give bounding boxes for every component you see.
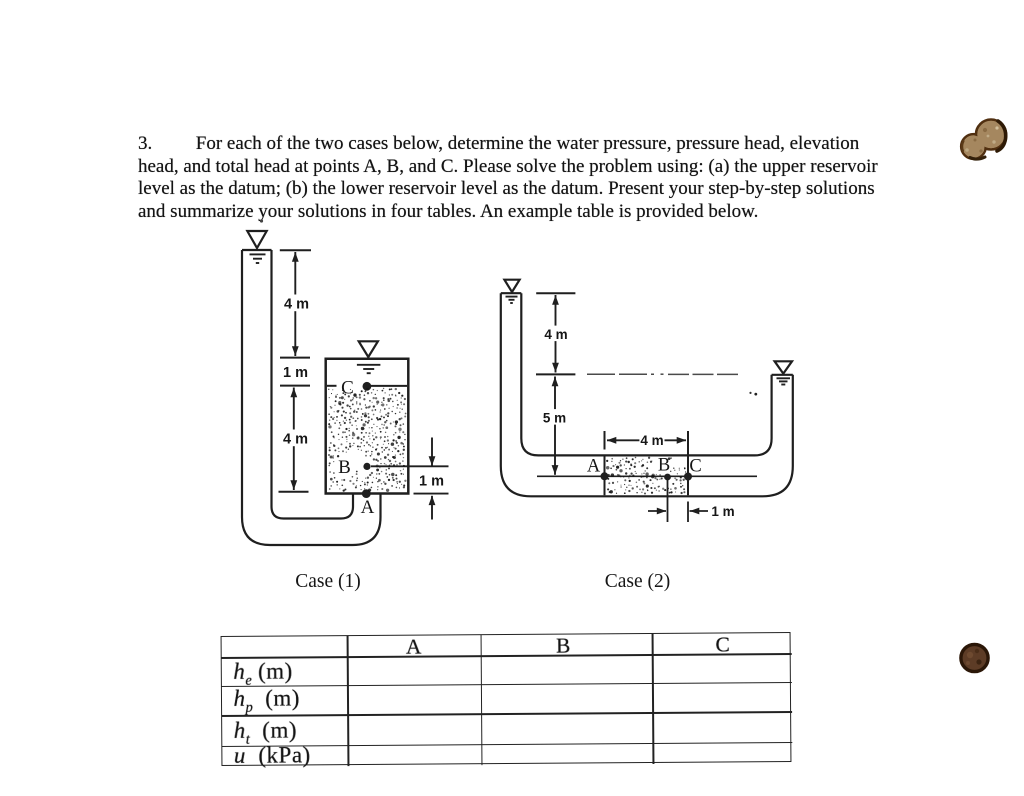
svg-text:1 m: 1 m	[419, 474, 444, 490]
svg-text:5 m: 5 m	[543, 410, 566, 425]
svg-text:C: C	[341, 377, 354, 398]
svg-text:C: C	[689, 456, 701, 476]
svg-text:4 m: 4 m	[640, 433, 663, 448]
svg-text:Case (2): Case (2)	[605, 571, 671, 592]
svg-text:4 m: 4 m	[544, 327, 567, 342]
svg-text:4 m: 4 m	[283, 432, 308, 448]
svg-text:A: A	[587, 456, 601, 476]
svg-text:4 m: 4 m	[284, 297, 309, 313]
svg-text:1 m: 1 m	[711, 504, 734, 519]
svg-text:1 m: 1 m	[283, 365, 308, 381]
svg-text:B: B	[658, 456, 670, 476]
svg-text:A: A	[361, 497, 375, 518]
svg-text:B: B	[338, 457, 351, 478]
svg-text:Case (1): Case (1)	[295, 571, 361, 592]
